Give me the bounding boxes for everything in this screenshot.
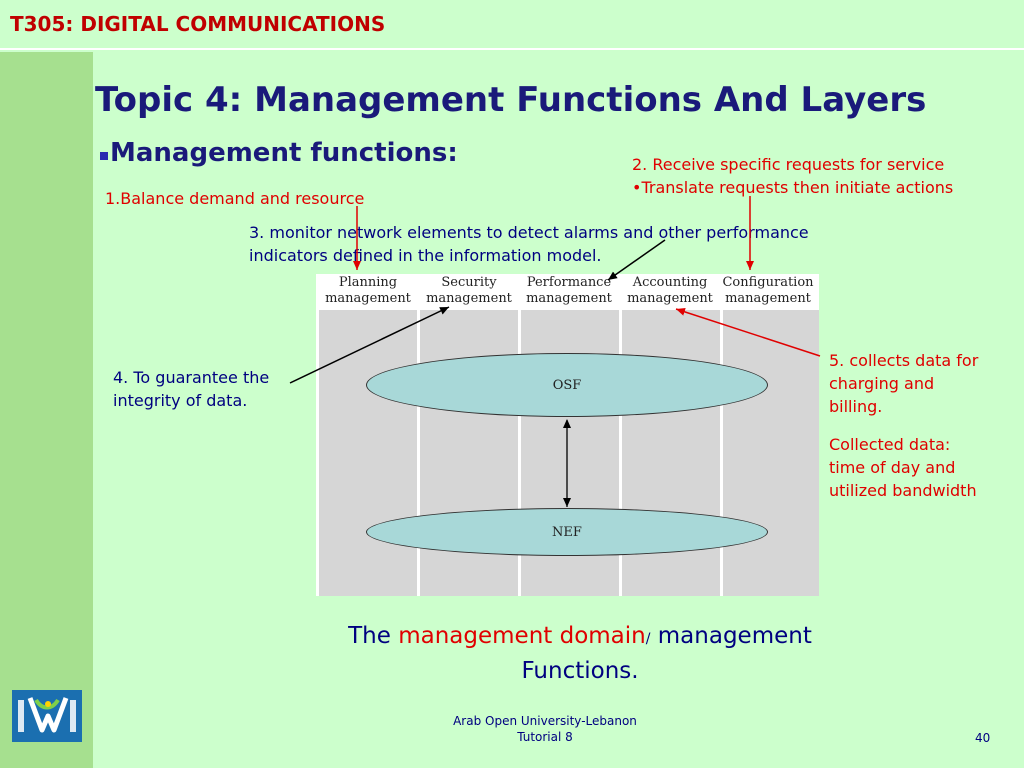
note-collects-data-line2: charging and — [829, 374, 935, 393]
column-performance-management: Performance management — [519, 275, 619, 307]
osf-ellipse: OSF — [366, 353, 768, 417]
page-number: 40 — [975, 731, 991, 745]
column-label-line2: management — [627, 291, 713, 306]
header-bar: T305: DIGITAL COMMUNICATIONS — [0, 0, 1024, 50]
university-logo — [12, 690, 82, 742]
note-monitor-network: 3. monitor network elements to detect al… — [249, 221, 809, 267]
column-label-line2: management — [526, 291, 612, 306]
column-planning-management: Planning management — [318, 275, 418, 307]
column-separator — [518, 310, 521, 596]
note-collects-data-line1: 5. collects data for — [829, 351, 979, 370]
footer-tutorial: Tutorial 8 — [517, 730, 573, 744]
caption-the: The — [348, 623, 399, 649]
column-accounting-management: Accounting management — [620, 275, 720, 307]
column-configuration-management: Configuration management — [718, 275, 818, 307]
caption-management: management — [650, 623, 812, 649]
nef-ellipse: NEF — [366, 508, 768, 556]
note-integrity: 4. To guarantee the integrity of data. — [113, 366, 269, 412]
bullet-marker — [100, 152, 108, 160]
nef-label: NEF — [552, 524, 582, 540]
note-collects-data-line3: billing. — [829, 397, 883, 416]
arrow-to-performance — [607, 239, 666, 281]
caption-slash: / — [645, 631, 651, 647]
caption-line2: Functions. — [521, 658, 639, 684]
column-label-line1: Security — [441, 275, 497, 290]
column-label-line1: Accounting — [632, 275, 708, 290]
note-monitor-network-line2: indicators defined in the information mo… — [249, 246, 602, 265]
footer-university: Arab Open University-Lebanon — [453, 714, 637, 728]
note-integrity-line2: integrity of data. — [113, 391, 248, 410]
note-collects-data: 5. collects data for charging and billin… — [829, 349, 978, 418]
note-collected-data-line1: Collected data: — [829, 435, 951, 454]
column-label-line2: management — [426, 291, 512, 306]
note-receive-requests-line1: 2. Receive specific requests for service — [632, 155, 945, 174]
column-label-line1: Configuration — [722, 275, 814, 290]
arrow-to-accounting — [675, 307, 821, 357]
column-security-management: Security management — [419, 275, 519, 307]
note-integrity-line1: 4. To guarantee the — [113, 368, 270, 387]
caption-line1: The management domain/ management — [300, 620, 860, 655]
note-receive-requests: 2. Receive specific requests for service… — [632, 153, 953, 199]
column-separator — [316, 310, 319, 596]
course-title: T305: DIGITAL COMMUNICATIONS — [10, 12, 386, 36]
note-collected-data-line2: time of day and — [829, 458, 956, 477]
column-label-line2: management — [325, 291, 411, 306]
note-balance-demand: 1.Balance demand and resource — [105, 189, 365, 208]
note-collected-data-line3: utilized bandwidth — [829, 481, 977, 500]
column-separator — [720, 310, 723, 596]
column-separator — [619, 310, 622, 596]
side-strip — [0, 52, 93, 768]
note-monitor-network-line1: 3. monitor network elements to detect al… — [249, 223, 809, 242]
osf-label: OSF — [552, 377, 582, 393]
diagram-caption: The management domain/ management Functi… — [300, 620, 860, 687]
column-label-line1: Planning — [338, 275, 398, 290]
column-label-line2: management — [725, 291, 811, 306]
arrow-to-security — [289, 306, 450, 384]
column-separator — [417, 310, 420, 596]
note-collected-data: Collected data: time of day and utilized… — [829, 433, 977, 502]
column-label-line1: Performance — [526, 275, 612, 290]
caption-management-domain: management domain — [398, 623, 646, 649]
column-header-band — [316, 274, 819, 310]
slide-title: Topic 4: Management Functions And Layers — [95, 80, 927, 120]
bullet-heading: Management functions: — [110, 138, 458, 168]
footer: Arab Open University-Lebanon Tutorial 8 — [420, 713, 670, 745]
note-receive-requests-line2: •Translate requests then initiate action… — [632, 178, 954, 197]
